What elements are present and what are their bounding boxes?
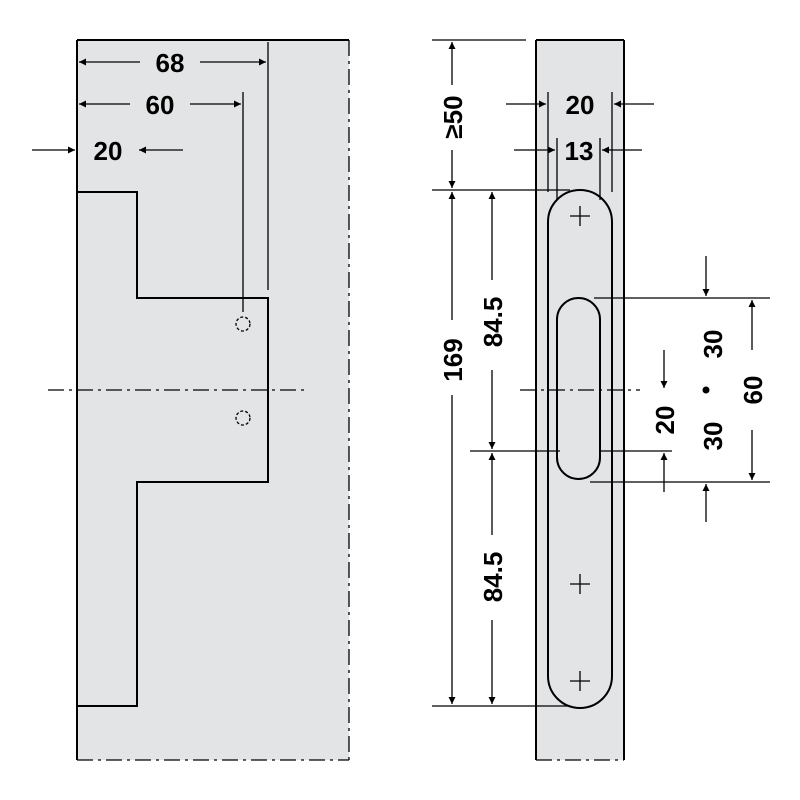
dim-min-height-label: ≥50 xyxy=(438,95,468,138)
dimension-169: 169 xyxy=(438,192,468,704)
dim-20-label-left: 20 xyxy=(94,136,123,166)
dim-30-upper-label: 30 xyxy=(698,330,728,359)
dim-84-5-upper-label: 84.5 xyxy=(478,297,508,348)
center-point xyxy=(702,386,710,394)
dim-30-lower-label: 30 xyxy=(698,422,728,451)
dim-20-offset-label: 20 xyxy=(650,406,680,435)
frame-strip xyxy=(536,40,624,760)
left-view: 68 60 20 xyxy=(32,39,350,761)
dim-20-frame-label: 20 xyxy=(566,90,595,120)
dimension-30-upper: 30 xyxy=(698,256,728,358)
dimension-60-right: 60 xyxy=(738,300,768,480)
dim-60-right-label: 60 xyxy=(738,376,768,405)
dim-169-label: 169 xyxy=(438,338,468,381)
lower-mount-hole xyxy=(235,410,251,426)
dimension-13: 13 xyxy=(514,136,642,166)
dimension-68: 68 xyxy=(79,48,266,78)
upper-screw-mark xyxy=(570,206,590,226)
dim-60-label-left: 60 xyxy=(146,90,175,120)
dimension-60-left: 60 xyxy=(79,90,241,120)
dimension-84-5-upper: 84.5 xyxy=(478,192,508,449)
left-panel xyxy=(77,40,349,760)
outer-slot xyxy=(547,189,613,709)
right-view: ≥50 169 84.5 84.5 20 xyxy=(432,39,770,761)
dimension-min-height: ≥50 xyxy=(438,42,468,188)
upper-mount-hole xyxy=(235,316,251,332)
t-cutout xyxy=(77,191,269,707)
dim-68-label: 68 xyxy=(156,48,185,78)
dimension-84-5-lower: 84.5 xyxy=(478,453,508,704)
dimension-20-frame: 20 xyxy=(506,90,654,120)
middle-screw-mark xyxy=(570,574,590,594)
dim-13-label: 13 xyxy=(565,136,594,166)
dim-84-5-lower-label: 84.5 xyxy=(478,552,508,603)
lower-screw-mark xyxy=(570,671,590,691)
inner-slot xyxy=(556,297,601,480)
dimension-30-lower: 30 xyxy=(698,422,728,522)
dimension-20-offset: 20 xyxy=(650,350,680,492)
dimension-20-left: 20 xyxy=(32,136,183,166)
